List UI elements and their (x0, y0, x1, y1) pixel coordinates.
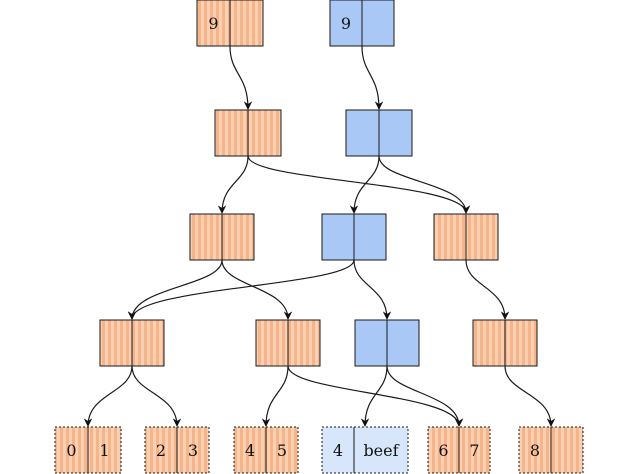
edge-b-l1-to-b-l2 (349, 155, 380, 214)
node-left-label: 0 (66, 441, 76, 460)
edge-o-l1-to-o-l2a (217, 155, 249, 214)
node-right-label: 3 (188, 441, 198, 460)
node-box (321, 426, 409, 474)
node-o-l3c (472, 319, 538, 367)
node-leaf-4beef: 4 beef (321, 426, 409, 474)
edge-o-root-to-o-l1 (229, 45, 253, 110)
node-right-label: 5 (277, 441, 287, 460)
node-left-label: 9 (208, 14, 218, 33)
edge-o-l3c-to-leaf-8 (504, 365, 556, 427)
node-b-root: 9 (329, 0, 395, 47)
edge-b-l3-to-leaf-67 (386, 365, 464, 427)
node-right-label: beef (363, 441, 399, 460)
node-b-l2 (321, 213, 387, 261)
node-left-label: 4 (245, 441, 255, 460)
node-right-label: 7 (469, 441, 479, 460)
edges (83, 45, 556, 427)
node-left-label: 8 (530, 441, 540, 460)
node-b-l3 (354, 319, 420, 367)
edge-o-l2a-to-o-l3a (127, 259, 223, 320)
node-o-l3b (255, 319, 321, 367)
node-left-label: 6 (438, 441, 448, 460)
node-left-label: 9 (341, 14, 351, 33)
node-o-root: 9 (196, 0, 264, 47)
node-left-label: 2 (156, 441, 166, 460)
node-o-l2b (433, 213, 499, 261)
edge-b-l2-to-o-l3a (127, 259, 355, 320)
edge-o-l3b-to-leaf-45 (261, 365, 289, 427)
edge-b-root-to-b-l1 (361, 45, 384, 110)
edge-o-l1-to-o-l2b (247, 155, 471, 214)
edge-b-l1-to-o-l2b (378, 155, 471, 214)
node-o-l1 (214, 109, 282, 157)
edge-b-l2-to-b-l3 (353, 259, 392, 320)
edge-o-l2b-to-o-l3c (465, 259, 510, 320)
edge-o-l2a-to-o-l3b (221, 259, 293, 320)
node-left-label: 4 (333, 441, 343, 460)
node-leaf-8: 8 (518, 426, 584, 474)
edge-b-l3-to-leaf-4beef (360, 365, 388, 427)
edge-o-l3a-to-leaf-23 (131, 365, 182, 427)
node-o-l2a (189, 213, 255, 261)
edge-o-l3b-to-leaf-67 (287, 365, 464, 427)
node-o-l3a (99, 319, 165, 367)
node-right-label: 1 (99, 441, 109, 460)
node-b-l1 (345, 109, 413, 157)
edge-o-l3a-to-leaf-01 (83, 365, 133, 427)
